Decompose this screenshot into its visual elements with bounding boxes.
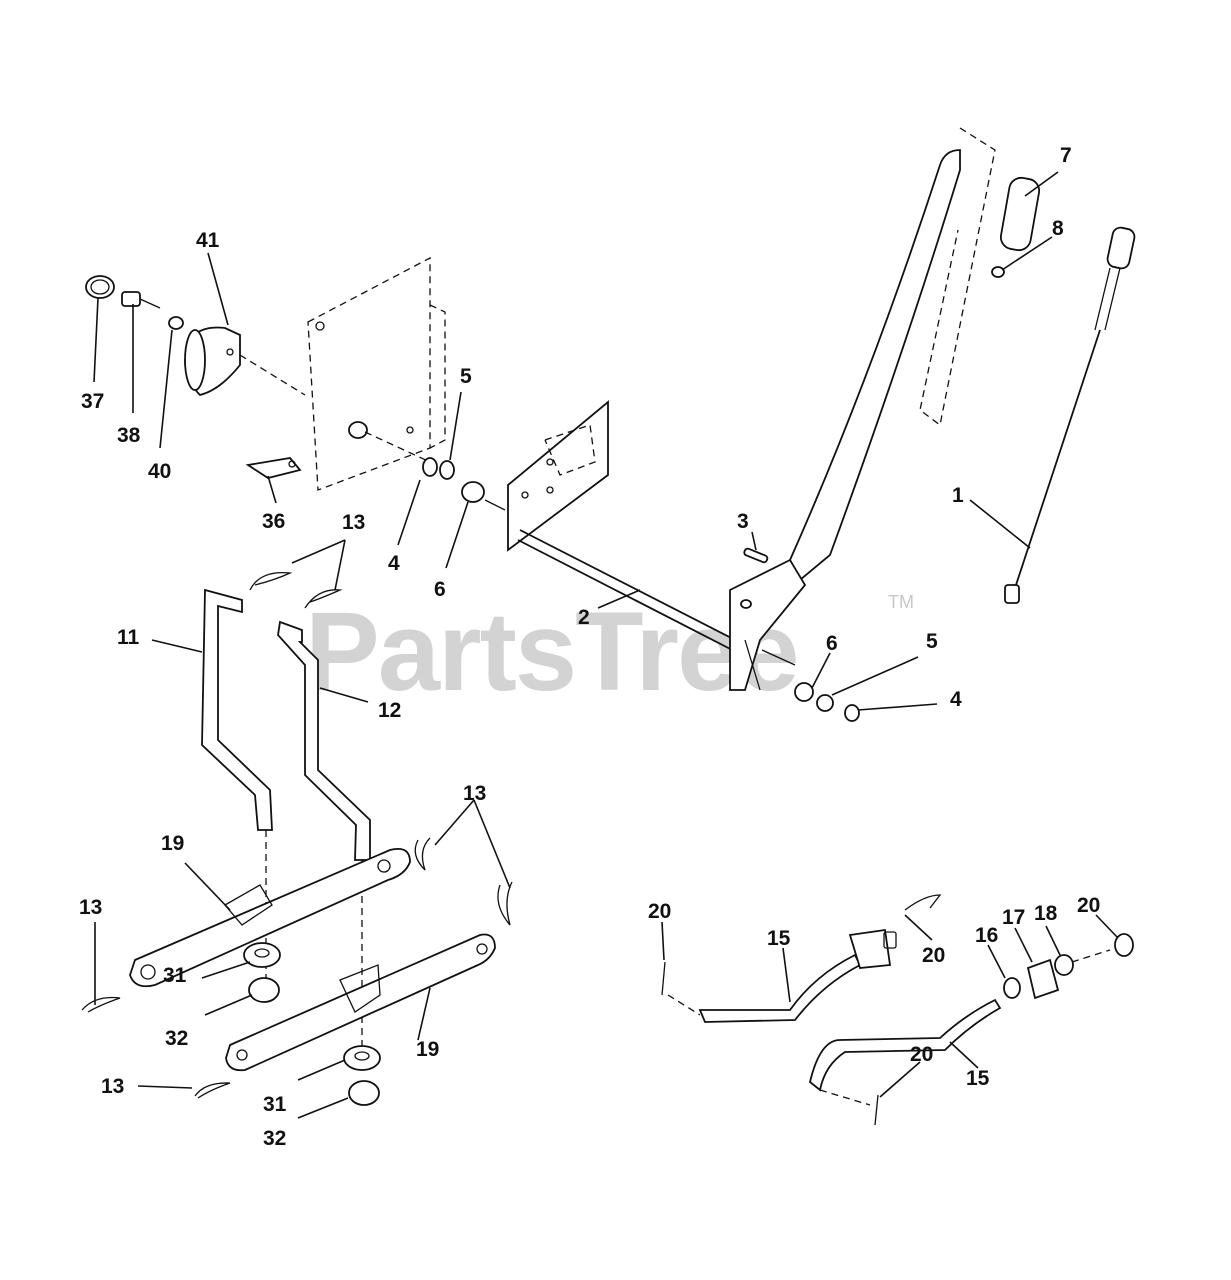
callout-19-lower: 19 xyxy=(416,1038,439,1061)
callout-15-upper: 15 xyxy=(767,927,791,950)
callout-16: 16 xyxy=(975,924,998,947)
cable xyxy=(1004,226,1136,604)
callout-20-middle: 20 xyxy=(922,944,945,967)
clips-lower xyxy=(81,837,513,1099)
lift-arm-19-upper xyxy=(129,847,411,988)
callout-13-upper: 13 xyxy=(342,511,365,534)
callout-17: 17 xyxy=(1002,906,1025,929)
callout-38: 38 xyxy=(117,424,141,447)
rockshaft-rod xyxy=(517,529,746,656)
callout-13-bottom: 13 xyxy=(101,1075,124,1098)
callout-8: 8 xyxy=(1052,217,1064,240)
callout-13-middle: 13 xyxy=(463,782,486,805)
drawbar-upper-15 xyxy=(667,928,897,1023)
rockshaft-plate xyxy=(507,400,609,552)
clips-upper xyxy=(249,571,343,609)
lever-handle-grip xyxy=(919,127,1041,427)
clips-20 xyxy=(661,894,1134,1126)
callout-3: 3 xyxy=(737,510,749,533)
callout-2: 2 xyxy=(578,606,590,629)
callout-18: 18 xyxy=(1034,902,1058,925)
drawbar-lower-15 xyxy=(808,998,1002,1106)
mounting-plate xyxy=(307,256,446,491)
part-36-bracket xyxy=(245,457,302,479)
washers-left xyxy=(422,457,506,511)
callout-40: 40 xyxy=(148,460,171,483)
lift-lever xyxy=(729,149,961,691)
leader-lines xyxy=(93,171,1119,1119)
callout-20-lower: 20 xyxy=(910,1043,933,1066)
callout-36: 36 xyxy=(262,510,285,533)
callout-6-left: 6 xyxy=(434,578,446,601)
adjust-knob-assembly xyxy=(85,275,306,396)
watermark-text: PartsTree xyxy=(305,589,798,714)
callout-5-right: 5 xyxy=(926,630,938,653)
callout-7: 7 xyxy=(1060,144,1072,167)
washers-right xyxy=(761,649,860,722)
callout-32-lower: 32 xyxy=(263,1127,286,1150)
callout-4-left: 4 xyxy=(388,552,400,575)
callout-15-lower: 15 xyxy=(966,1067,990,1090)
callout-20-left: 20 xyxy=(648,900,671,923)
watermark-trademark: TM xyxy=(888,592,914,612)
callout-1: 1 xyxy=(952,484,964,507)
callout-19-upper: 19 xyxy=(161,832,184,855)
callout-6-right: 6 xyxy=(826,632,838,655)
part-3-pin xyxy=(743,547,769,564)
callout-13-left: 13 xyxy=(79,896,102,919)
bushings-nuts xyxy=(243,942,381,1106)
callout-4-right: 4 xyxy=(950,688,962,711)
fittings-16-17-18 xyxy=(1003,949,1111,1000)
callout-37: 37 xyxy=(81,390,104,413)
callout-31-upper: 31 xyxy=(163,964,187,987)
callout-20-right: 20 xyxy=(1077,894,1100,917)
callout-11: 11 xyxy=(117,626,140,649)
callout-labels: 41 37 38 40 5 36 4 6 13 11 12 2 3 7 8 1 … xyxy=(79,144,1100,1150)
lift-link-12 xyxy=(277,620,371,1050)
callout-12: 12 xyxy=(378,699,401,722)
callout-31-lower: 31 xyxy=(263,1093,287,1116)
lift-arm-19-lower xyxy=(225,933,496,1072)
callout-41: 41 xyxy=(196,229,220,252)
callout-5-left: 5 xyxy=(460,365,472,388)
callout-32-upper: 32 xyxy=(165,1027,188,1050)
